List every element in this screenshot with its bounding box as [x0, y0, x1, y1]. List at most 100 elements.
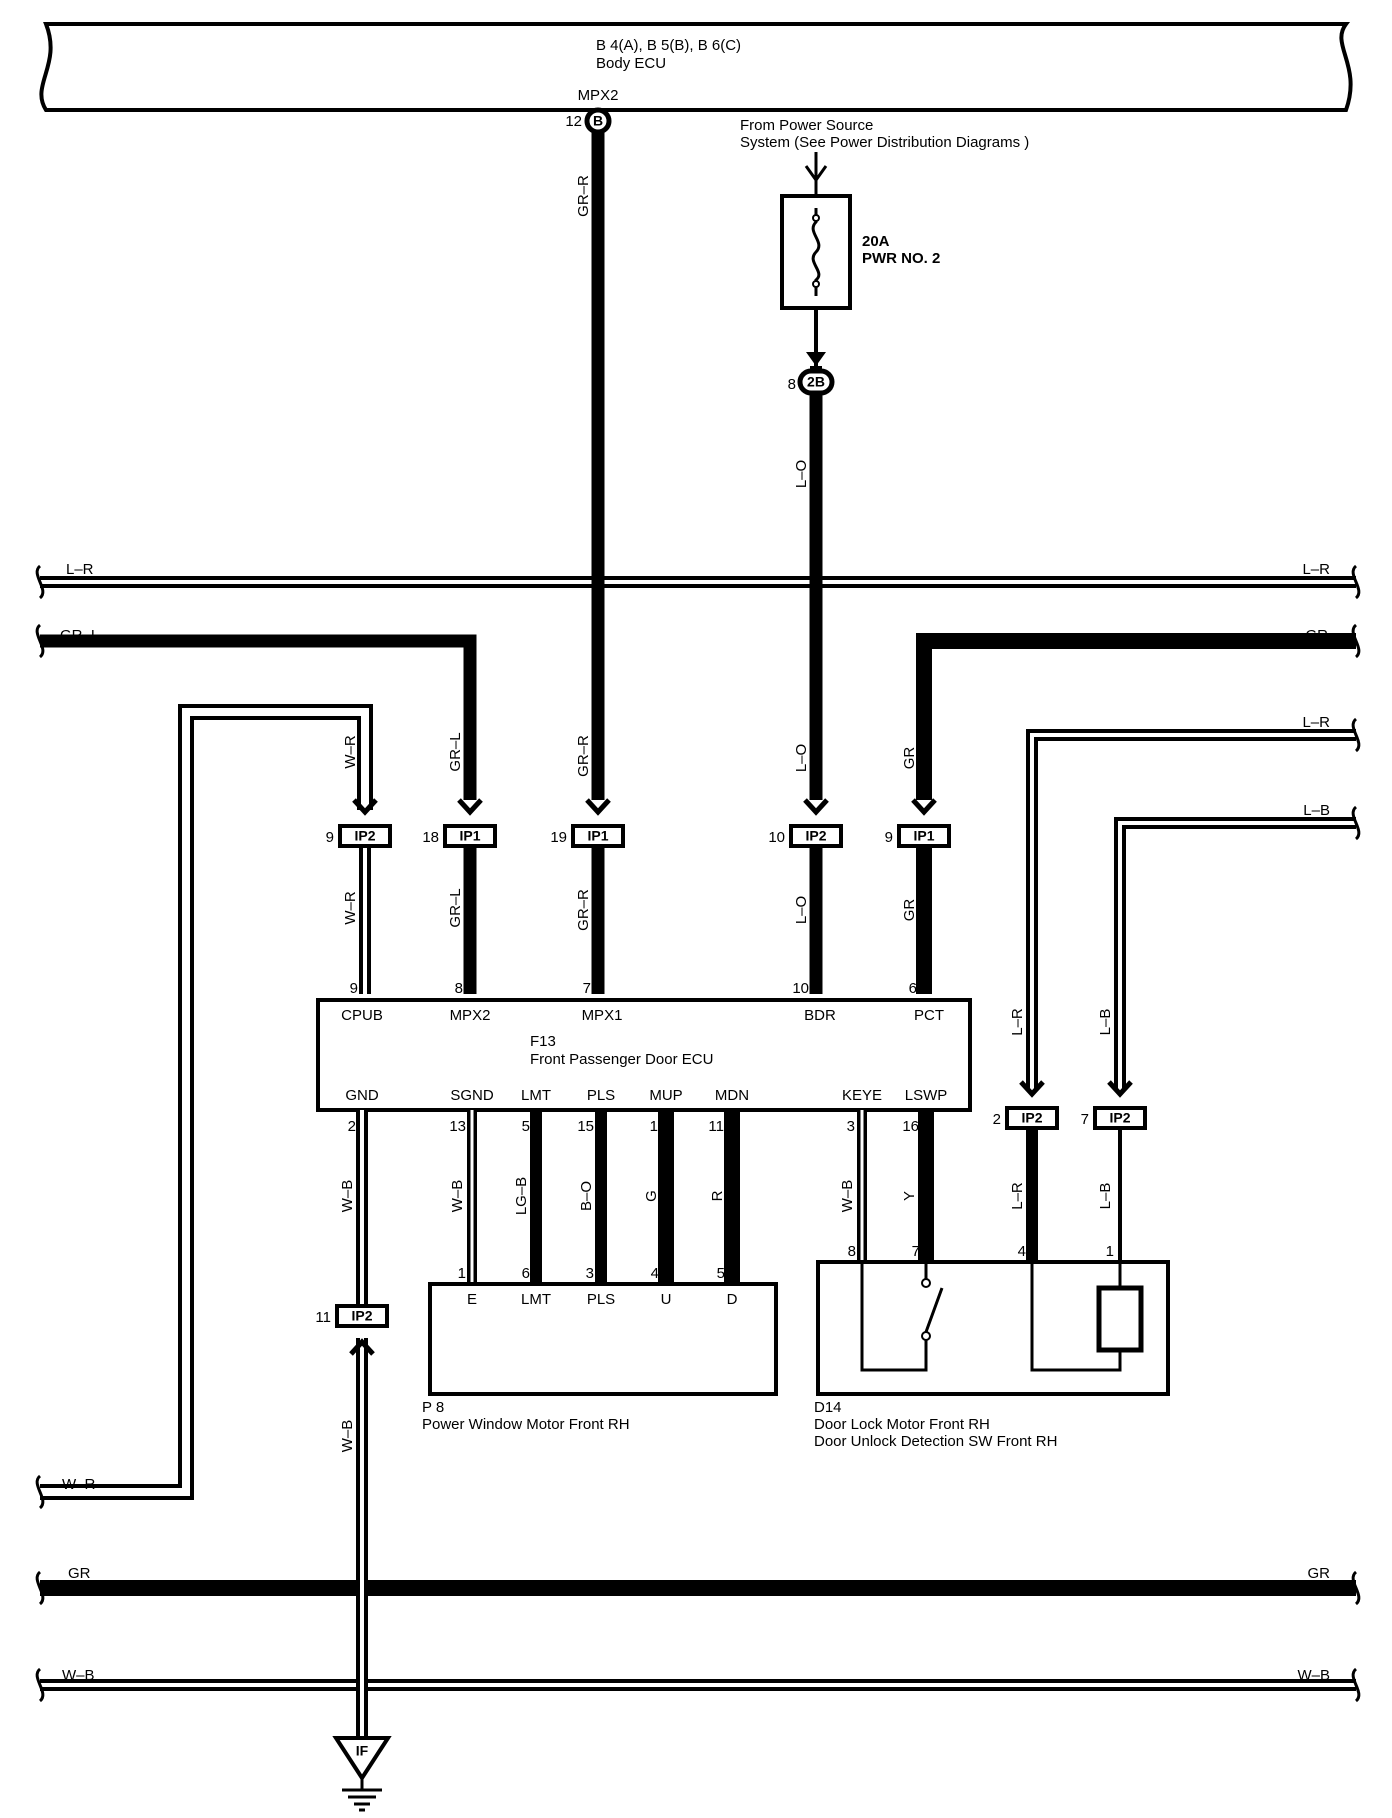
connector-c1-pin: 9: [326, 829, 334, 846]
ecu-bottom-pin-name: MDN: [715, 1087, 749, 1104]
motor-name: Power Window Motor Front RH: [422, 1416, 630, 1433]
wire-color-w7b: L–B: [1097, 1183, 1114, 1210]
motor-pin-name: E: [467, 1291, 477, 1308]
body-ecu-banner: B 4(A), B 5(B), B 6(C) Body ECU MPX2 B 1…: [39, 22, 1353, 135]
connector-c3-name: IP1: [587, 828, 608, 844]
wire-color-w9: W–B: [449, 1180, 466, 1213]
door-lock-name1: Door Lock Motor Front RH: [814, 1416, 990, 1433]
bus-lr-right2: L–R: [1302, 714, 1330, 731]
fuse-rating: 20A: [862, 233, 890, 250]
bus-wb-left: W–B: [62, 1667, 95, 1684]
wire-color-w1a: W–R: [342, 735, 359, 769]
ecu-bottom-pin-num: 16: [902, 1118, 919, 1135]
body-ecu-name: Body ECU: [596, 55, 666, 72]
ecu-name: Front Passenger Door ECU: [530, 1051, 713, 1068]
ecu-top-pin-name: PCT: [914, 1007, 944, 1024]
connector-c5-pin: 9: [885, 829, 893, 846]
connector-c8: IP2 11: [315, 1304, 389, 1328]
wire-color-w2b: GR–L: [447, 888, 464, 927]
ecu-bottom-pin-name: MUP: [649, 1087, 682, 1104]
door-lock-pin: 8: [848, 1243, 856, 1260]
wire-color-w12: G: [643, 1190, 660, 1202]
motor-pin-num: 3: [586, 1265, 594, 1282]
wire-color-w8b: W–B: [339, 1420, 356, 1453]
connector-c3-pin: 19: [550, 829, 567, 846]
door-lock-pin: 4: [1018, 1243, 1026, 1260]
door-lock-pin: 1: [1106, 1243, 1114, 1260]
power-window-motor: 1 E 6 LMT 3 PLS 4 U 5 D P 8 Power Window…: [422, 1265, 778, 1433]
connector-c8-name: IP2: [351, 1308, 372, 1324]
wire-color-w5b: GR: [901, 899, 918, 922]
wire-color-w14: W–B: [839, 1180, 856, 1213]
connector-boxes: IP2 9 IP1 18 IP1 19 IP2 10 IP1 9 IP2 2 I…: [326, 824, 1147, 1130]
junction-label: 2B: [807, 374, 825, 390]
body-ecu-connector: B: [593, 113, 603, 129]
wire-color-w1b: W–R: [342, 891, 359, 925]
connector-c7-pin: 7: [1081, 1111, 1089, 1128]
bus-lb-label: L–B: [1303, 802, 1330, 819]
ecu-bottom-pin-num: 1: [650, 1118, 658, 1135]
motor-pin-num: 4: [651, 1265, 659, 1282]
ecu-bottom-pin-num: 3: [847, 1118, 855, 1135]
motor-pin-name: PLS: [587, 1291, 615, 1308]
lower-wires: W–B W–B W–B LG–B B–O G R W–B Y: [339, 1110, 1122, 1738]
bus-lr-right: L–R: [1302, 561, 1330, 578]
wire-color-w3c: GR–R: [575, 889, 592, 931]
connector-c8-pin: 11: [315, 1309, 331, 1326]
junction-pin: 8: [788, 376, 796, 393]
door-lock-ref: D14: [814, 1399, 842, 1416]
body-ecu-pin: 12: [565, 113, 582, 130]
bus-gr-bottom-right: GR: [1308, 1565, 1331, 1582]
ground-point: IF: [332, 1736, 392, 1812]
connector-c2-name: IP1: [459, 828, 480, 844]
connector-c7-name: IP2: [1109, 1110, 1130, 1126]
ecu-bottom-pin-name: LMT: [521, 1087, 551, 1104]
bus-gr-bottom-left: GR: [68, 1565, 91, 1582]
bus-wr-label: W–R: [62, 1476, 96, 1493]
ecu-bottom-pin-num: 13: [449, 1118, 466, 1135]
connector-c4-pin: 10: [768, 829, 785, 846]
wire-color-w5a: GR: [901, 747, 918, 770]
wire-color-w4a: L–O: [793, 460, 810, 488]
ecu-top-pin-name: MPX1: [582, 1007, 623, 1024]
bus-wb-right: W–B: [1297, 1667, 1330, 1684]
body-ecu-ref: B 4(A), B 5(B), B 6(C): [596, 37, 741, 54]
motor-pin-num: 5: [717, 1265, 725, 1282]
ecu-bottom-pin-name: SGND: [450, 1087, 494, 1104]
bus-grl-label: GR–L: [60, 627, 99, 644]
ecu-ref: F13: [530, 1033, 556, 1050]
upper-wires: W–R W–R GR–L GR–L GR–R GR–R GR–R L–O L–O…: [342, 132, 1133, 1210]
connector-c5-name: IP1: [913, 828, 934, 844]
motor-pin-name: D: [727, 1291, 738, 1308]
ground-label: IF: [356, 1743, 369, 1759]
ecu-bottom-pin-name: GND: [345, 1087, 379, 1104]
ecu-bottom-pin-name: PLS: [587, 1087, 615, 1104]
power-line1: From Power Source: [740, 117, 873, 134]
motor-pin-name: U: [661, 1291, 672, 1308]
motor-pin-num: 6: [522, 1265, 530, 1282]
body-ecu-terminal: MPX2: [578, 87, 619, 104]
connector-c1-name: IP2: [354, 828, 375, 844]
wire-color-w4c: L–O: [793, 896, 810, 924]
wire-color-w2a: GR–L: [447, 732, 464, 771]
wire-color-w4b: L–O: [793, 744, 810, 772]
door-lock-motor: 8 7 4 1 D14 Door Lock Motor Front RH Doo…: [814, 1243, 1170, 1450]
bus-gr-label: GR: [1306, 627, 1329, 644]
connector-c4-name: IP2: [805, 828, 826, 844]
wire-color-w3b: GR–R: [575, 735, 592, 777]
bus-lr-left: L–R: [66, 561, 94, 578]
ecu-top-pin-name: BDR: [804, 1007, 836, 1024]
wire-color-w6b: L–R: [1009, 1182, 1026, 1210]
wire-color-w11: B–O: [578, 1181, 595, 1211]
connector-c6-pin: 2: [993, 1111, 1001, 1128]
ecu-bottom-pin-name: KEYE: [842, 1087, 882, 1104]
door-lock-name2: Door Unlock Detection SW Front RH: [814, 1433, 1057, 1450]
door-ecu: F13 Front Passenger Door ECU 9 CPUB 8 MP…: [316, 980, 972, 1135]
ecu-bottom-pin-num: 11: [708, 1118, 724, 1135]
wire-color-w15: Y: [901, 1191, 918, 1201]
wire-color-w13: R: [709, 1190, 726, 1201]
ecu-top-pin-name: MPX2: [450, 1007, 491, 1024]
motor-pin-name: LMT: [521, 1291, 551, 1308]
ecu-bottom-pin-num: 5: [522, 1118, 530, 1135]
